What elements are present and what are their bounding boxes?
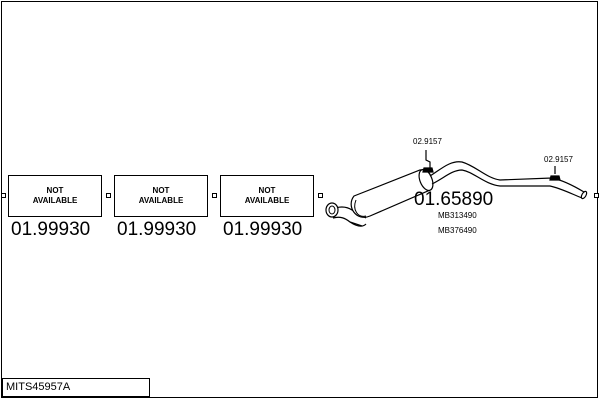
- clamp-1-hanger: [422, 150, 434, 173]
- section-2-part-number: 01.99930: [117, 219, 197, 240]
- muffler-reference-2: MB376490: [438, 226, 477, 235]
- section-1-part-number: 01.99930: [11, 219, 91, 240]
- section-2-label: NOT AVAILABLE: [138, 186, 184, 205]
- clamp-2-part-number: 02.9157: [544, 155, 573, 164]
- section-3-label: NOT AVAILABLE: [244, 186, 290, 205]
- connector-2-3: [212, 193, 217, 198]
- tail-pipe: [429, 161, 588, 200]
- muffler-reference-1: MB313490: [438, 211, 477, 220]
- section-3-box[interactable]: NOT AVAILABLE: [220, 175, 314, 217]
- diagram-code: MITS45957A: [2, 378, 150, 397]
- clamp-1-part-number: 02.9157: [413, 137, 442, 146]
- connector-right-edge: [594, 193, 599, 198]
- connector-left-edge: [1, 193, 6, 198]
- connector-3-muffler: [318, 193, 323, 198]
- clamp-2-hanger: [549, 166, 561, 181]
- inlet-flange: [325, 202, 339, 218]
- muffler-part-number: 01.65890: [414, 189, 494, 210]
- section-2-box[interactable]: NOT AVAILABLE: [114, 175, 208, 217]
- section-1-box[interactable]: NOT AVAILABLE: [8, 175, 102, 217]
- section-3-part-number: 01.99930: [223, 219, 303, 240]
- connector-1-2: [106, 193, 111, 198]
- section-1-label: NOT AVAILABLE: [32, 186, 78, 205]
